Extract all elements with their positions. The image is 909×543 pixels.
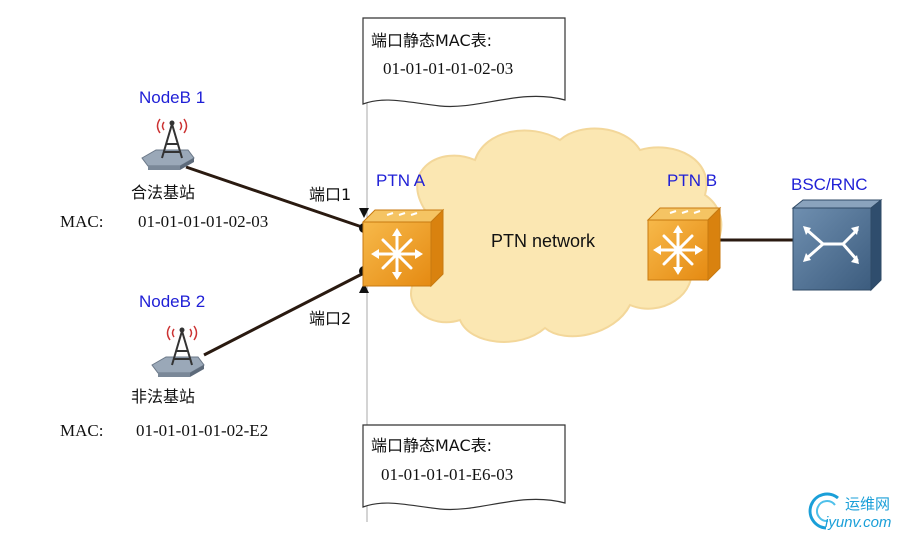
ptn-b-label: PTN B xyxy=(667,171,718,190)
nodeb2-mac-value: 01-01-01-01-02-E2 xyxy=(136,421,269,440)
mac-table-bottom xyxy=(362,424,566,511)
port2-label: 端口2 xyxy=(309,309,352,328)
watermark-logo-icon xyxy=(808,492,839,530)
mac-table-top-value: 01-01-01-01-02-03 xyxy=(383,59,514,78)
nodeb1-name: NodeB 1 xyxy=(139,88,206,107)
ptn-a-label: PTN A xyxy=(376,171,426,190)
nodeb2-mac-label: MAC: xyxy=(60,421,104,440)
mac-table-bottom-title: 端口静态MAC表: xyxy=(371,436,493,455)
watermark-en: iyunv.com xyxy=(825,514,892,531)
bsc-rnc-icon xyxy=(791,198,883,292)
switch-router-icon xyxy=(361,208,445,288)
port2-arrow-icon xyxy=(359,283,369,293)
port1-arrow-icon xyxy=(359,208,369,218)
nodeb1-desc: 合法基站 xyxy=(131,183,196,202)
ptn-network-label: PTN network xyxy=(491,231,596,251)
link-nodeb2 xyxy=(203,272,363,357)
mac-table-top-title: 端口静态MAC表: xyxy=(371,31,493,50)
watermark-cn: 运维网 xyxy=(845,495,891,513)
switch-router-icon xyxy=(646,206,722,282)
link-nodeb1 xyxy=(185,165,363,229)
port1-label: 端口1 xyxy=(309,185,352,204)
mac-table-top xyxy=(362,17,566,108)
nodeb1-mac-value: 01-01-01-01-02-03 xyxy=(138,212,269,231)
antenna-tower-icon xyxy=(151,325,205,377)
mac-table-bottom-value: 01-01-01-01-E6-03 xyxy=(381,465,514,484)
nodeb2-name: NodeB 2 xyxy=(139,292,206,311)
antenna-tower-icon xyxy=(141,118,195,170)
nodeb1-mac-label: MAC: xyxy=(60,212,104,231)
bsc-rnc-label: BSC/RNC xyxy=(791,175,868,194)
nodeb2-desc: 非法基站 xyxy=(131,387,196,406)
